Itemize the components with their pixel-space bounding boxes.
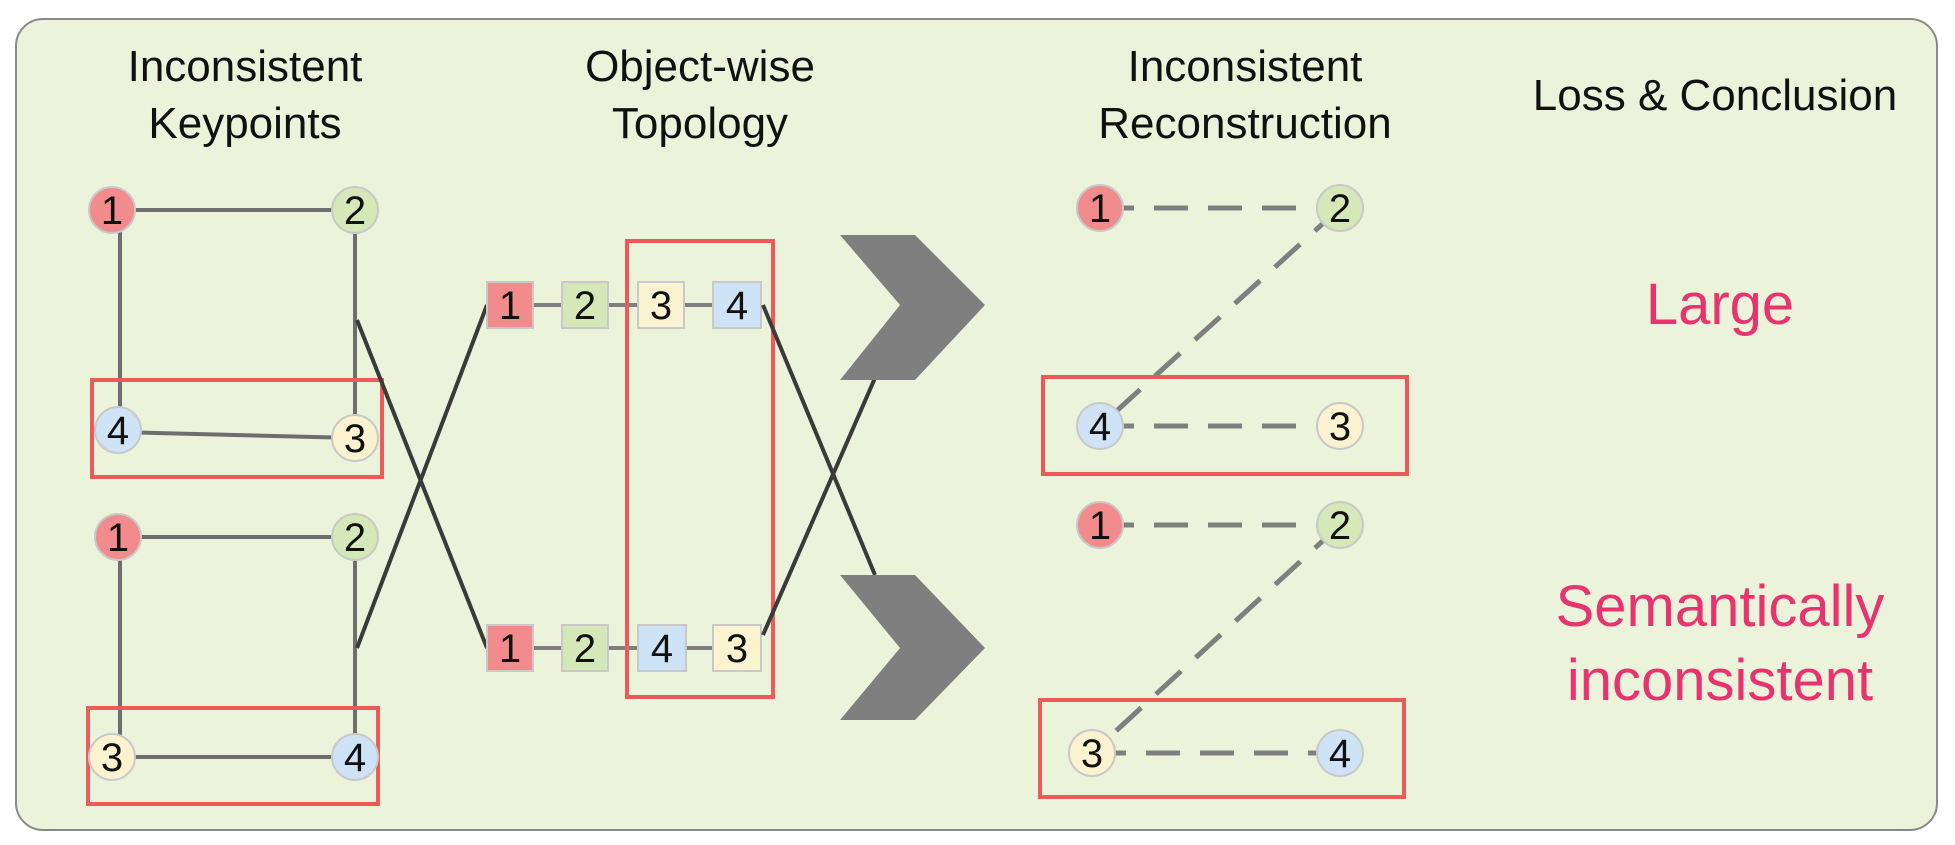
keypoint-node: 3 — [88, 733, 136, 781]
header-line: Keypoints — [148, 99, 342, 148]
recon-label: 2 — [1329, 187, 1351, 231]
topology-node: 3 — [712, 624, 762, 672]
keypoint-node: 2 — [331, 186, 379, 234]
recon-label: 2 — [1329, 504, 1351, 548]
recon-label: 3 — [1329, 405, 1351, 449]
mapping-cross-right — [761, 304, 877, 636]
recon-node: 1 — [1076, 501, 1124, 549]
outcome-semantically-inconsistent: Semantically inconsistent — [1500, 570, 1940, 718]
topology-label: 4 — [651, 627, 673, 671]
header-inconsistent-reconstruction: Inconsistent Reconstruction — [1060, 38, 1430, 152]
recon-node: 1 — [1076, 184, 1124, 232]
header-line: Reconstruction — [1098, 99, 1392, 148]
topology-label: 2 — [574, 284, 596, 328]
recon-node: 2 — [1316, 501, 1364, 549]
chevron-arrow-icon — [840, 235, 985, 380]
header-loss-conclusion: Loss & Conclusion — [1505, 67, 1925, 124]
mapping-line — [355, 304, 489, 649]
keypoint-node: 3 — [331, 414, 379, 462]
recon-label: 4 — [1089, 405, 1111, 449]
topology-node: 4 — [637, 624, 687, 672]
recon-graph-bottom — [1090, 522, 1342, 756]
keypoint-label: 3 — [344, 417, 366, 461]
topology-label: 2 — [574, 627, 596, 671]
mapping-line — [761, 377, 877, 636]
header-line: Loss & Conclusion — [1532, 71, 1898, 120]
keypoint-label: 4 — [344, 736, 366, 780]
header-line: Object-wise — [585, 42, 815, 91]
topology-node: 3 — [637, 281, 685, 329]
highlight-box-recon-bottom — [1038, 698, 1406, 799]
highlight-box-topology — [625, 239, 775, 699]
recon-label: 3 — [1081, 732, 1103, 776]
header-line: Inconsistent — [1127, 42, 1363, 91]
mapping-line — [355, 319, 489, 649]
keypoint-node: 4 — [94, 406, 142, 454]
keypoint-label: 1 — [101, 189, 123, 233]
keypoint-label: 2 — [344, 189, 366, 233]
recon-node: 3 — [1316, 402, 1364, 450]
topology-label: 3 — [650, 284, 672, 328]
recon-label: 4 — [1329, 732, 1351, 776]
topology-node: 2 — [561, 281, 609, 329]
outcome-large: Large — [1560, 268, 1880, 342]
header-line: Inconsistent — [127, 42, 363, 91]
topology-node: 2 — [561, 624, 609, 672]
keypoint-node: 1 — [94, 513, 142, 561]
keypoint-node: 1 — [88, 186, 136, 234]
recon-label: 1 — [1089, 504, 1111, 548]
recon-node: 3 — [1068, 729, 1116, 777]
topology-node: 4 — [712, 281, 762, 329]
recon-node: 4 — [1316, 729, 1364, 777]
keypoint-label: 1 — [107, 516, 129, 560]
outcome-line: Large — [1645, 272, 1795, 337]
header-inconsistent-keypoints: Inconsistent Keypoints — [70, 38, 420, 152]
keypoint-label: 2 — [344, 516, 366, 560]
mapping-cross-left — [355, 304, 489, 649]
dashed-edge — [1090, 523, 1342, 755]
topology-label: 3 — [726, 627, 748, 671]
keypoints-graph-bottom — [112, 535, 357, 759]
topology-node: 1 — [486, 624, 534, 672]
highlight-box-keypoints-top — [90, 378, 384, 479]
topology-node: 1 — [486, 281, 534, 329]
recon-node: 4 — [1076, 402, 1124, 450]
keypoint-node: 4 — [331, 733, 379, 781]
highlight-box-recon-top — [1041, 375, 1409, 476]
topology-label: 1 — [499, 627, 521, 671]
header-line: Topology — [611, 99, 789, 148]
outcome-line: Semantically — [1555, 574, 1885, 639]
header-object-wise-topology: Object-wise Topology — [520, 38, 880, 152]
keypoint-node: 2 — [331, 513, 379, 561]
keypoints-graph-top — [112, 208, 357, 440]
keypoint-label: 3 — [101, 736, 123, 780]
chevron-arrow-icon — [840, 575, 985, 720]
dashed-edge — [1098, 206, 1342, 428]
keypoint-label: 4 — [107, 409, 129, 453]
topology-label: 1 — [499, 284, 521, 328]
topology-label: 4 — [726, 284, 748, 328]
edge — [117, 430, 356, 440]
mapping-line — [761, 304, 877, 576]
recon-label: 1 — [1089, 187, 1111, 231]
recon-graph-top — [1098, 205, 1342, 429]
recon-node: 2 — [1316, 184, 1364, 232]
outcome-line: inconsistent — [1566, 648, 1874, 713]
